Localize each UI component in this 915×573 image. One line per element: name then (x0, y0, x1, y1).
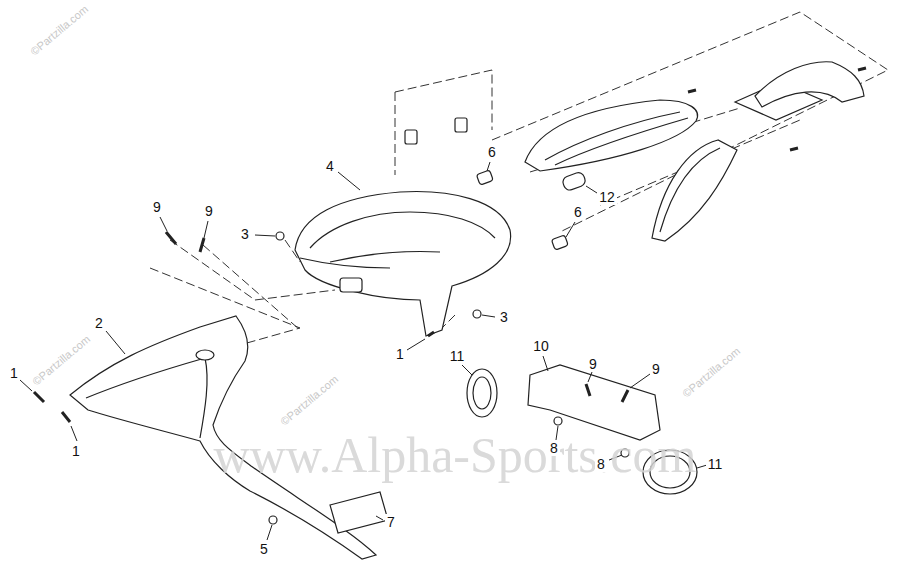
callout-number: 1 (70, 443, 82, 459)
callout-number: 11 (448, 348, 467, 364)
callout-number: 9 (203, 203, 215, 219)
callout-number: 11 (706, 456, 725, 472)
callout-number: 6 (486, 144, 498, 160)
callout-number: 1 (8, 365, 20, 381)
callout-number: 6 (572, 204, 584, 220)
leader-lines (20, 162, 707, 540)
copyright-watermark: ©Partzilla.com (279, 373, 341, 427)
callout-number: 3 (498, 309, 510, 325)
assembly-lines (150, 12, 888, 352)
copyright-watermark: ©Partzilla.com (681, 345, 743, 399)
callout-number: 5 (258, 541, 270, 557)
callout-number: 1 (394, 346, 406, 362)
callout-number: 3 (239, 226, 251, 242)
copyright-watermark: ©Partzilla.com (29, 3, 91, 57)
callout-number: 9 (151, 199, 163, 215)
callout-number: 4 (324, 158, 336, 174)
callout-number: 9 (650, 361, 662, 377)
callout-number: 7 (385, 514, 397, 530)
callout-number: 12 (597, 189, 617, 205)
callout-number: 8 (595, 456, 607, 472)
copyright-watermark: ©Partzilla.com (31, 333, 93, 387)
callout-number: 8 (548, 440, 560, 456)
watermark: www.Alpha-Sports.com (214, 430, 697, 480)
callout-number: 2 (93, 315, 105, 331)
callout-number: 9 (587, 356, 599, 372)
callout-number: 10 (531, 338, 551, 354)
parts (34, 62, 866, 559)
